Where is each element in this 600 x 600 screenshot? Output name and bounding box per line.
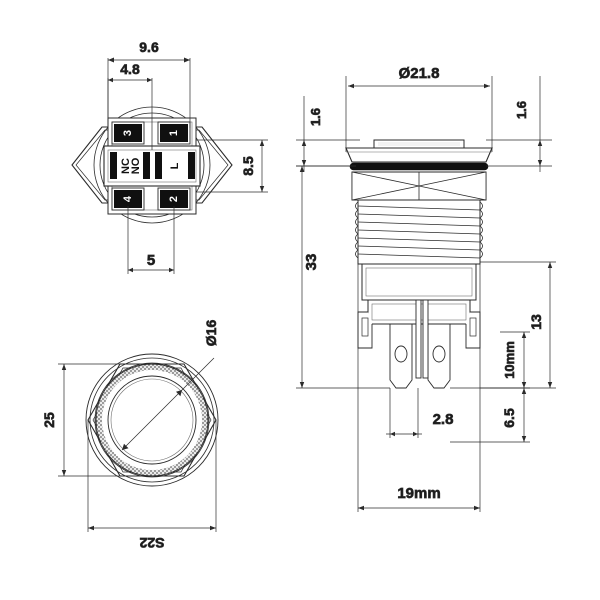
view-side-elevation: Ø21.8 1.6 1.6 33 [296,65,556,512]
side-dim-10mm: 10mm [490,331,530,389]
rear-contact-bar: NC NO L [103,145,201,187]
rear-dim-8-5-text: 8.5 [240,156,256,176]
rear-pad-4: 4 [111,187,145,211]
rear-pad-4-label: 4 [122,195,134,202]
rear-dim-9-6: 9.6 [107,39,191,128]
rear-pad-2: 2 [157,187,191,211]
side-switch-body [361,263,477,301]
label-nc: NC [120,158,132,174]
label-no: NO [130,157,142,174]
rear-dim-5-text: 5 [147,252,155,269]
side-dim-diameter-text: Ø21.8 [399,65,440,82]
side-dim-19mm: 19mm [357,264,481,512]
side-spade-terminals [389,299,451,389]
side-threaded-barrel [355,199,483,265]
side-dim-diameter-21-8: Ø21.8 [345,65,493,152]
side-dim-2-8-text: 2.8 [433,411,454,428]
rear-dim-4-8-text: 4.8 [120,61,140,77]
rear-dim-8-5: 8.5 [196,139,268,193]
rear-pad-1: 1 [157,121,191,145]
side-dim-13: 13 [480,261,556,389]
side-dim-6-5: 6.5 [450,387,530,443]
side-dim-1-6-right: 1.6 [486,76,552,172]
rear-pad-3-label: 3 [122,130,134,136]
side-sealing-gasket [349,162,489,171]
side-dim-33-text: 33 [303,254,320,271]
front-dim-diameter-leader: Ø16 [121,319,219,451]
view-front-face: Ø16 25 S22 [41,319,220,551]
rear-pad-3: 3 [111,121,145,145]
side-dim-10mm-text: 10mm [502,341,517,379]
side-dim-6-5-text: 6.5 [501,408,517,428]
rear-pad-2-label: 2 [168,196,180,202]
front-dim-25: 25 [41,363,122,477]
rear-dim-5: 5 [127,206,175,274]
label-nc-text: NC [120,158,132,174]
front-bezel-rings [85,353,219,487]
side-dim-33: 33 [296,165,390,389]
rear-dim-9-6-text: 9.6 [139,39,159,55]
side-bezel-flange [345,147,493,163]
front-dim-diameter-text: Ø16 [203,320,219,347]
front-dim-25-text: 25 [41,412,57,428]
side-button-cap [373,139,465,149]
side-hex-flats [351,171,487,201]
rear-pad-1-label: 1 [168,130,180,136]
label-l-text: L [169,162,181,169]
view-rear-terminal: NC NO L 3 1 4 2 [71,39,268,274]
rear-dim-4-8: 4.8 [107,61,153,150]
side-dim-13-text: 13 [528,314,544,330]
side-dim-1-6-left-text: 1.6 [308,108,323,126]
side-dim-19mm-text: 19mm [397,485,440,502]
front-dim-s22-text: S22 [139,535,164,551]
label-no-text: NO [130,157,142,174]
front-dim-s22: S22 [87,420,217,551]
side-dim-2-8: 2.8 [386,388,454,438]
side-dim-1-6-right-text: 1.6 [514,101,529,119]
label-l: L [169,162,181,169]
